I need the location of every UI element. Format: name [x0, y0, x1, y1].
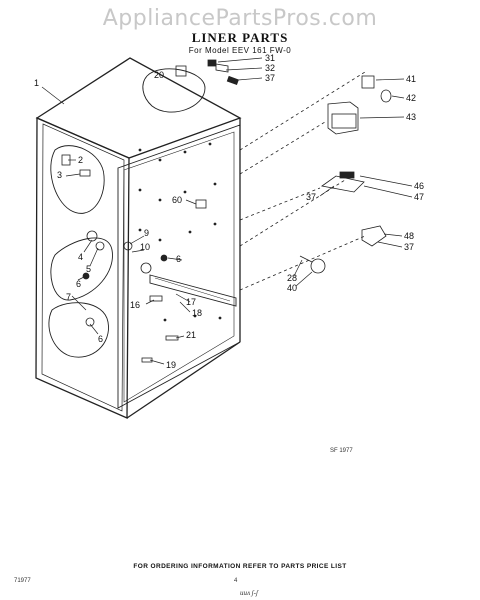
- part-31-bracket: [207, 59, 217, 67]
- callout-60: 60: [172, 195, 182, 205]
- part-46-switch: [339, 171, 355, 179]
- shelf-rail: [149, 274, 237, 307]
- callout-9: 9: [144, 228, 149, 238]
- part-40-knob: [310, 258, 326, 274]
- callout-4: 4: [78, 252, 83, 262]
- model-subtitle: For Model EEV 161 FW-0: [188, 46, 292, 55]
- part-37-clip: [226, 75, 239, 86]
- callout-46: 46: [414, 181, 424, 191]
- callout-1: 1: [34, 78, 39, 88]
- part-60-plug: [195, 199, 207, 209]
- callout-40: 40: [287, 283, 297, 293]
- callout-43: 43: [406, 112, 416, 122]
- callout-48: 48: [404, 231, 414, 241]
- callout-7: 7: [66, 292, 71, 302]
- part-47-light-switch: [321, 175, 365, 193]
- callout-18: 18: [192, 308, 202, 318]
- handwritten-mark: ᴎᴎᴧ ʃ‑ʃ: [240, 589, 258, 597]
- ordering-info-footer: FOR ORDERING INFORMATION REFER TO PARTS …: [133, 563, 347, 570]
- part-2-3-cutout: [50, 145, 105, 214]
- callout-28: 28: [287, 273, 297, 283]
- part-48-thermostat: [361, 225, 387, 247]
- part-43-lamp-shield: [327, 101, 359, 135]
- liner-back-opening: [117, 124, 241, 409]
- callout-10: 10: [140, 242, 150, 252]
- part-6-7-cutout: [48, 302, 109, 358]
- part-41-lamp-socket: [361, 75, 375, 89]
- callout-37-mid: 37: [306, 192, 316, 202]
- watermark: AppliancePartsPros.com: [102, 6, 378, 31]
- drawing-code: SF 1977: [330, 448, 353, 454]
- drawing-number: 71977: [14, 578, 31, 584]
- callout-41: 41: [406, 74, 416, 84]
- diagram-title: LINER PARTS: [191, 30, 289, 45]
- part-28-screw: [299, 255, 313, 263]
- callout-2: 2: [78, 155, 83, 165]
- callout-37-low: 37: [404, 242, 414, 252]
- callout-19: 19: [166, 360, 176, 370]
- callout-5: 5: [86, 264, 91, 274]
- callout-32: 32: [265, 63, 275, 73]
- callout-37-top: 37: [265, 73, 275, 83]
- callout-3: 3: [57, 170, 62, 180]
- callout-21: 21: [186, 330, 196, 340]
- callout-20: 20: [154, 70, 164, 80]
- part-20-housing: [142, 68, 206, 113]
- callout-42: 42: [406, 93, 416, 103]
- callout-17: 17: [186, 297, 196, 307]
- callout-16: 16: [130, 300, 140, 310]
- callout-47: 47: [414, 192, 424, 202]
- part-42-bulb: [380, 89, 392, 103]
- callout-6: 6: [76, 279, 81, 289]
- callout-31: 31: [265, 53, 275, 63]
- page-number: 4: [234, 578, 238, 584]
- callout-6-mid: 6: [176, 254, 181, 264]
- callout-6-lower: 6: [98, 334, 103, 344]
- part-4-5-cutout: [50, 237, 113, 301]
